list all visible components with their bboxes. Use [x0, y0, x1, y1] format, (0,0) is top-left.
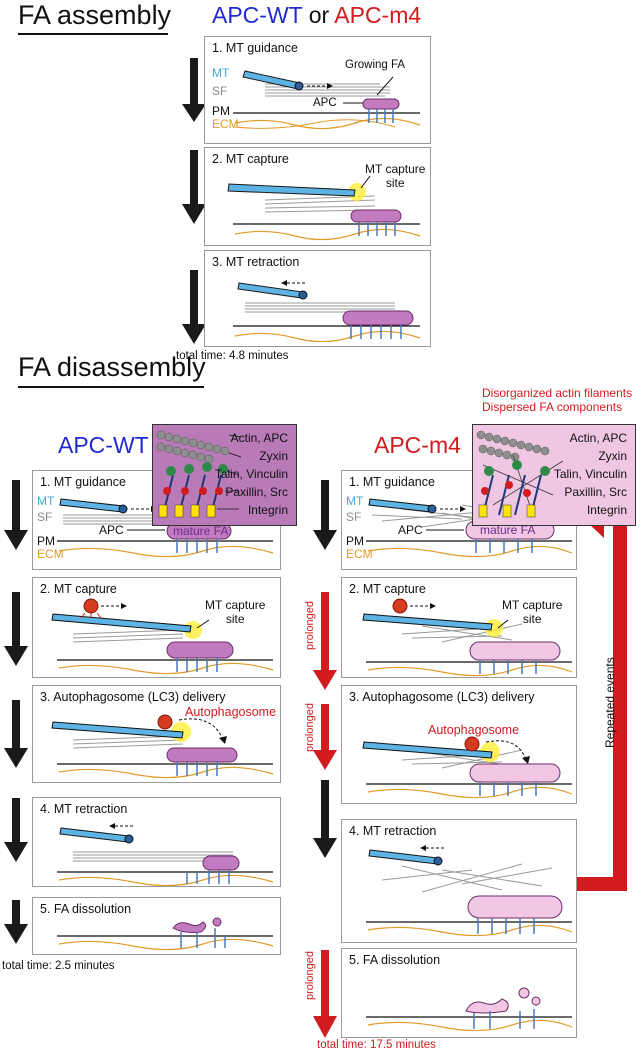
- growing-fa-label: Growing FA: [345, 59, 406, 71]
- wt-p1-drawing: [57, 498, 274, 558]
- sf-label: SF: [37, 510, 53, 524]
- pm-label: PM: [212, 104, 230, 118]
- apc-label: APC: [313, 97, 337, 109]
- panel-title: 5. FA dissolution: [40, 902, 132, 916]
- panel-title: 4. MT retraction: [40, 802, 128, 816]
- inset-label-integrin: Integrin: [586, 503, 627, 517]
- assembly-header: APC-WT or APC-m4: [212, 2, 421, 28]
- apc-label: APC: [99, 523, 124, 537]
- m4-panel-fa-dissolution: 5. FA dissolution: [341, 948, 577, 1038]
- panel-title: 5. FA dissolution: [349, 953, 441, 967]
- ecm-label: ECM: [346, 547, 373, 561]
- wt-p2-drawing: [51, 598, 274, 675]
- repeated-events-label: Repeated events: [603, 657, 617, 748]
- m4-p2-drawing: [362, 598, 573, 677]
- wt-p3-drawing: [51, 714, 274, 779]
- inset-label-integrin: Integrin: [247, 503, 288, 517]
- mt-label: MT: [346, 494, 364, 508]
- prolonged-label-2: prolonged: [304, 601, 316, 650]
- capture-site-label: MT capture site: [365, 162, 426, 190]
- assembly-header-m4: APC-m4: [334, 2, 422, 28]
- sf-label: SF: [346, 510, 362, 524]
- panel-title: 3. MT retraction: [212, 255, 300, 269]
- inset-label-talin: Talin, Vinculin: [553, 467, 627, 481]
- disassembly-m4-header: APC-m4: [374, 432, 461, 458]
- panel-title: 2. MT capture: [40, 582, 117, 596]
- wt-panel-fa-dissolution: 5. FA dissolution: [32, 897, 281, 955]
- m4-inset-box: Actin, APC Zyxin Talin, Vinculin Paxilli…: [472, 424, 636, 526]
- assembly-panel-mt-retraction: 3. MT retraction: [204, 250, 431, 347]
- wt-panel-mt-capture: 2. MT capture MT capture site: [32, 577, 281, 678]
- assembly-title: FA assembly: [18, 0, 172, 30]
- ecm-label: ECM: [212, 117, 239, 131]
- m4-panel-autophagosome: 3. Autophagosome (LC3) delivery Autophag…: [341, 685, 577, 804]
- assembly-panel-mt-guidance: 1. MT guidance MT SF PM ECM Growing FA A…: [204, 36, 431, 144]
- panel-title: 2. MT capture: [212, 152, 289, 166]
- assembly-p2-drawing: [227, 175, 421, 241]
- disassembly-title: FA disassembly: [18, 352, 206, 382]
- apc-label: APC: [398, 523, 423, 537]
- sf-label: SF: [212, 84, 228, 98]
- panel-title: 2. MT capture: [349, 582, 426, 596]
- wt-inset-drawing: [156, 430, 242, 518]
- m4-panel-mt-capture: 2. MT capture MT capture site: [341, 577, 577, 678]
- inset-label-paxillin: Paxillin, Src: [564, 485, 627, 499]
- inset-label-paxillin: Paxillin, Src: [225, 485, 288, 499]
- autophagosome-label: Autophagosome: [428, 723, 520, 737]
- mt-label: MT: [212, 66, 230, 80]
- assembly-total-time: total time: 4.8 minutes: [176, 350, 289, 362]
- assembly-header-wt: APC-WT: [212, 2, 303, 28]
- autophagosome-label: Autophagosome: [185, 705, 277, 719]
- inset-label-actin: Actin, APC: [569, 431, 627, 445]
- panel-title: 3. Autophagosome (LC3) delivery: [40, 690, 226, 704]
- mt-label: MT: [37, 494, 55, 508]
- panel-title: 3. Autophagosome (LC3) delivery: [349, 690, 535, 704]
- m4-p3-drawing: [362, 736, 573, 799]
- mature-fa-label: mature FA: [173, 524, 229, 538]
- inset-label-talin: Talin, Vinculin: [214, 467, 288, 481]
- mature-fa-label: mature FA: [480, 523, 536, 537]
- capture-site-label: MT capture site: [502, 598, 563, 626]
- inset-label-zyxin: Zyxin: [598, 449, 627, 463]
- pm-label: PM: [37, 534, 55, 548]
- pm-label: PM: [346, 534, 364, 548]
- ecm-label: ECM: [37, 547, 64, 561]
- m4-note-fa: Dispersed FA components: [482, 400, 623, 414]
- prolonged-label-3: prolonged: [304, 703, 316, 752]
- assembly-title-underline: [18, 33, 168, 35]
- m4-panel-mt-retraction: 4. MT retraction: [341, 819, 577, 943]
- panel-title: 1. MT guidance: [40, 475, 126, 489]
- m4-p4-drawing: [366, 845, 573, 937]
- wt-panel-autophagosome: 3. Autophagosome (LC3) delivery Autophag…: [32, 685, 281, 783]
- disassembly-title-underline: [18, 386, 204, 388]
- assembly-header-or: or: [308, 2, 330, 28]
- m4-p5-drawing: [366, 987, 573, 1032]
- m4-total-time: total time: 17.5 minutes: [317, 1039, 436, 1051]
- panel-title: 1. MT guidance: [212, 41, 298, 55]
- disassembly-wt-header: APC-WT: [58, 432, 149, 458]
- prolonged-label-5: prolonged: [304, 951, 316, 1000]
- inset-label-actin: Actin, APC: [230, 431, 288, 445]
- inset-label-zyxin: Zyxin: [259, 449, 288, 463]
- wt-panel-mt-retraction: 4. MT retraction: [32, 797, 281, 887]
- assembly-panel-mt-capture: 2. MT capture MT capture site: [204, 147, 431, 246]
- assembly-p1-drawing: [233, 70, 421, 130]
- m4-note-actin: Disorganized actin filaments: [482, 386, 633, 400]
- wt-p4-drawing: [57, 823, 274, 887]
- wt-inset-box: Actin, APC Zyxin Talin, Vinculin Paxilli…: [152, 424, 297, 526]
- capture-site-label: MT capture site: [205, 598, 266, 626]
- m4-inset-drawing: [476, 430, 564, 518]
- panel-title: 1. MT guidance: [349, 475, 435, 489]
- assembly-p3-drawing: [233, 280, 421, 343]
- panel-title: 4. MT retraction: [349, 824, 437, 838]
- wt-p5-drawing: [57, 917, 274, 951]
- wt-total-time: total time: 2.5 minutes: [2, 960, 115, 972]
